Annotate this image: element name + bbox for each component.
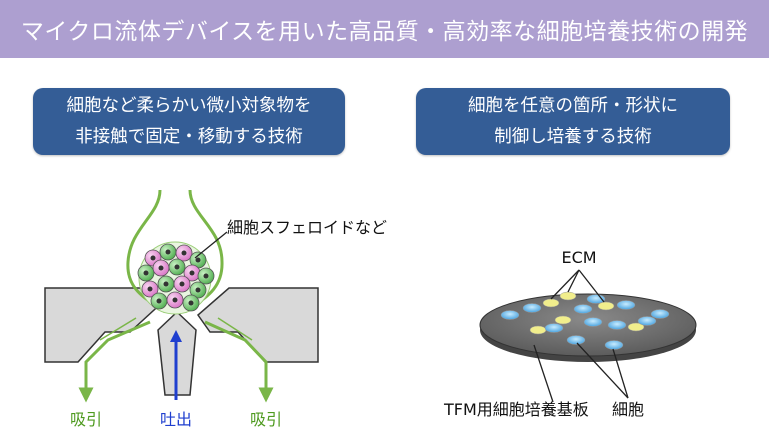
discharge-arrowhead: [170, 330, 182, 342]
right-block: [196, 287, 319, 363]
cells-label: 細胞: [612, 400, 644, 419]
cell-dot: [544, 323, 564, 333]
suction-path-left: [78, 320, 151, 403]
ecm-callout-line-1: [550, 269, 580, 300]
left-heading-line-1: 細胞など柔らかい微小対象物を: [66, 95, 312, 116]
ecm-patch: [554, 315, 572, 325]
ecm-patch: [542, 298, 560, 308]
ecm-patch: [597, 301, 615, 311]
spheroid-callout-line: [194, 231, 228, 259]
suction-label-right: 吸引: [250, 410, 282, 429]
ecm-callout-line-2: [567, 269, 580, 293]
left-heading-line-2: 非接触で固定・移動する技術: [75, 126, 303, 147]
cells-callout-line-1: [576, 342, 629, 399]
ecm-patch: [559, 291, 577, 301]
microfluidic-device: [44, 189, 319, 403]
cell-dot: [583, 317, 603, 327]
substrate-callout-line: [533, 344, 554, 403]
ecm-patch: [627, 322, 645, 332]
ecm-callout-line-3: [578, 269, 605, 303]
cell-dot: [566, 335, 586, 345]
cell-dot: [637, 316, 657, 326]
cell-dot: [607, 320, 627, 330]
cell-dot: [616, 300, 636, 310]
ecm-label: ECM: [561, 248, 596, 267]
cell-dot: [522, 303, 542, 313]
discharge-label: 吐出: [160, 410, 192, 429]
spheroid-label: 細胞スフェロイドなど: [227, 218, 387, 237]
cell-dot: [500, 310, 520, 320]
right-heading-line-1: 細胞を任意の箇所・形状に: [468, 95, 678, 116]
cell-dot: [650, 309, 670, 319]
suction-path-right: [204, 320, 274, 403]
left-heading-box: 細胞など柔らかい微小対象物を 非接触で固定・移動する技術: [33, 88, 345, 155]
title-bar: マイクロ流体デバイスを用いた高品質・高効率な細胞培養技術の開発: [0, 0, 769, 58]
cell-dot: [604, 340, 624, 350]
cell-spheroid: [137, 241, 215, 315]
tfm-substrate: [479, 291, 697, 362]
right-heading-line-2: 制御し培養する技術: [494, 126, 652, 147]
page-title: マイクロ流体デバイスを用いた高品質・高効率な細胞培養技術の開発: [20, 19, 749, 45]
cell-dot: [573, 304, 593, 314]
cells-callout-line-2: [612, 348, 629, 399]
ecm-patch: [529, 325, 547, 335]
suction-label-left: 吸引: [70, 410, 102, 429]
substrate-label: TFM用細胞培養基板: [443, 400, 589, 419]
right-heading-box: 細胞を任意の箇所・形状に 制御し培養する技術: [416, 88, 730, 155]
